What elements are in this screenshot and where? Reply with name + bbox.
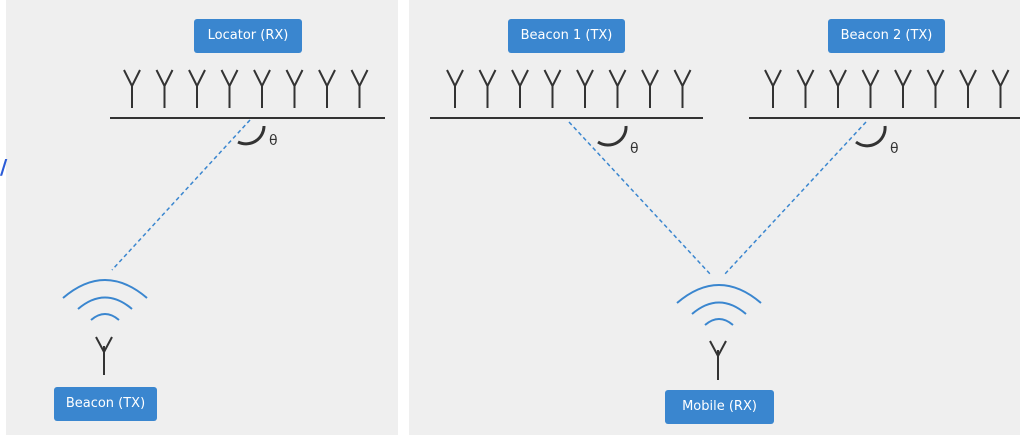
- signal-path-left: [111, 119, 251, 271]
- antenna-icon: [511, 69, 529, 108]
- angle-arc-icon: [237, 125, 266, 146]
- antenna-icon: [155, 69, 174, 108]
- antenna-icon: [253, 69, 271, 108]
- antenna-icon: [608, 69, 627, 108]
- angle-theta-beacon-1: θ: [630, 141, 639, 157]
- mobile-rx-label: Mobile (RX): [665, 390, 774, 424]
- antenna-icon: [829, 69, 847, 108]
- mobile-antenna-icon: [709, 340, 727, 380]
- antenna-icon: [641, 69, 659, 108]
- antenna-icon: [350, 69, 369, 108]
- wireless-signal-icon: [62, 279, 148, 321]
- locator-rx-label: Locator (RX): [194, 19, 302, 53]
- angle-theta-left: θ: [269, 133, 278, 149]
- antenna-icon: [894, 69, 912, 108]
- antenna-icon: [796, 69, 815, 108]
- beacon-tx-label: Beacon (TX): [54, 387, 157, 421]
- signal-path-beacon-1: [568, 121, 712, 276]
- antenna-icon: [764, 69, 782, 108]
- antenna-icon: [576, 69, 594, 108]
- wireless-signal-icon: [676, 284, 762, 326]
- antenna-icon: [959, 69, 977, 108]
- beacon-2-tx-label: Beacon 2 (TX): [828, 19, 945, 53]
- antenna-icon: [220, 69, 239, 108]
- antenna-icon: [926, 69, 945, 108]
- antenna-icon: [188, 69, 206, 108]
- angle-theta-beacon-2: θ: [890, 141, 899, 157]
- beacon-2-antenna-array-icon: [749, 69, 1020, 119]
- antenna-icon: [123, 69, 141, 108]
- antenna-icon: [318, 69, 336, 108]
- angle-arc-icon: [855, 125, 887, 148]
- antenna-icon: [861, 69, 880, 108]
- antenna-icon: [991, 69, 1010, 108]
- antenna-icon: [478, 69, 497, 108]
- edge-mark: /: [0, 155, 8, 179]
- antenna-icon: [673, 69, 692, 108]
- angle-arc-icon: [597, 125, 628, 147]
- beacon-antenna-icon: [95, 336, 113, 375]
- aod-diagram-panel: [409, 0, 1020, 435]
- antenna-icon: [543, 69, 562, 108]
- antenna-icon: [446, 69, 464, 108]
- signal-path-beacon-2: [723, 121, 867, 276]
- beacon-1-antenna-array-icon: [430, 69, 703, 119]
- locator-antenna-array-icon: [110, 69, 385, 119]
- antenna-icon: [285, 69, 304, 108]
- beacon-1-tx-label: Beacon 1 (TX): [508, 19, 625, 53]
